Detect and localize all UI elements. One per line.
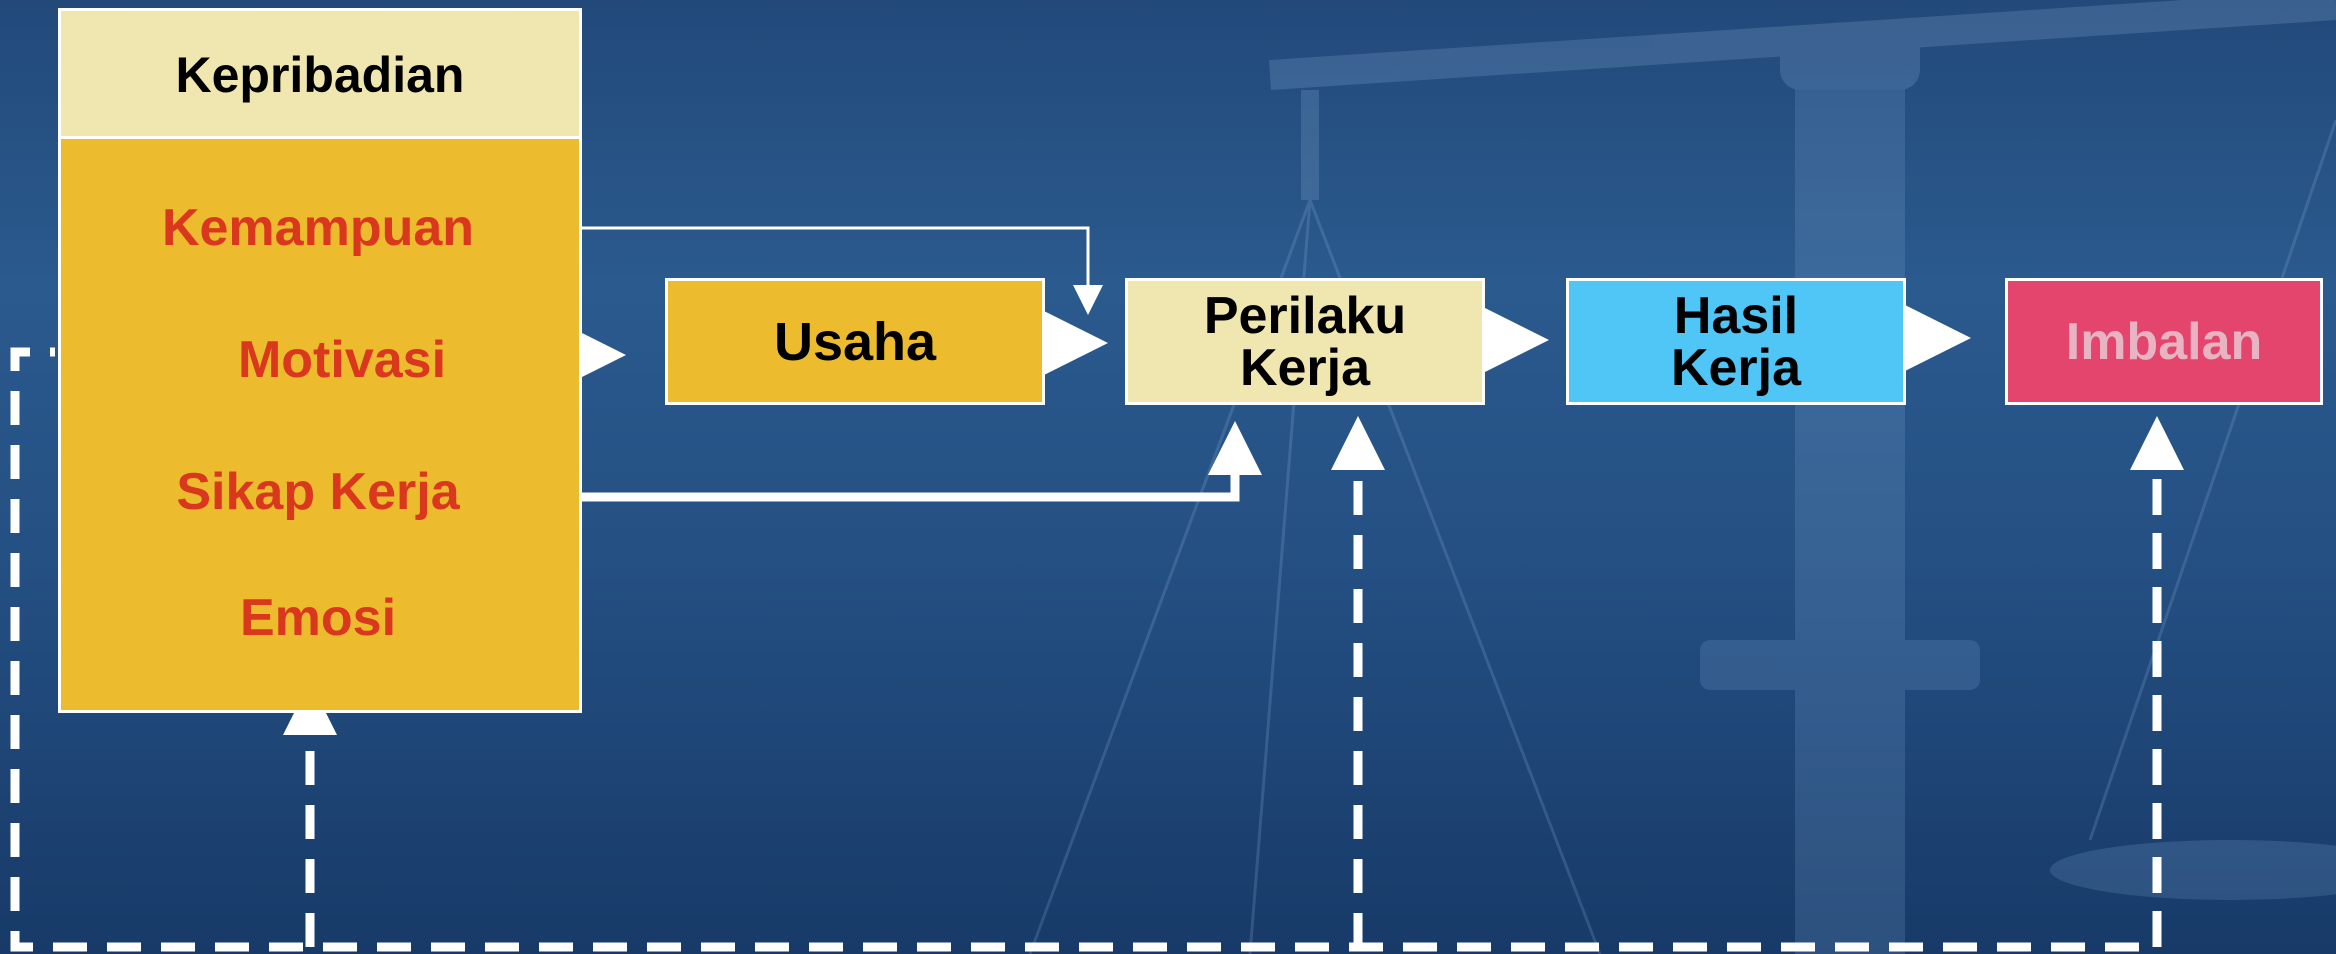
perilaku-kerja-box: Perilaku Kerja bbox=[1125, 278, 1485, 405]
kepribadian-body bbox=[58, 136, 582, 713]
arrow-kemampuan-to-perilaku bbox=[520, 226, 1103, 315]
factor-emosi: Emosi bbox=[239, 589, 397, 647]
imbalan-box: Imbalan bbox=[2005, 278, 2323, 405]
hasil-label-line1: Hasil bbox=[1673, 286, 1799, 345]
arrow-sikap-to-perilaku bbox=[520, 421, 1262, 502]
kepribadian-title: Kepribadian bbox=[175, 46, 465, 103]
factor-kemampuan: Kemampuan bbox=[161, 199, 475, 257]
usaha-label: Usaha bbox=[773, 311, 937, 372]
kepribadian-header: Kepribadian bbox=[58, 8, 582, 138]
factor-motivasi: Motivasi bbox=[237, 331, 447, 389]
hasil-label-line2: Kerja bbox=[1670, 338, 1802, 397]
imbalan-label: Imbalan bbox=[2065, 312, 2263, 371]
usaha-box: Usaha bbox=[665, 278, 1045, 405]
perilaku-label-line1: Perilaku bbox=[1203, 286, 1407, 345]
hasil-kerja-box: Hasil Kerja bbox=[1566, 278, 1906, 405]
perilaku-label-line2: Kerja bbox=[1239, 338, 1371, 397]
factor-sikap-kerja: Sikap Kerja bbox=[176, 463, 460, 521]
